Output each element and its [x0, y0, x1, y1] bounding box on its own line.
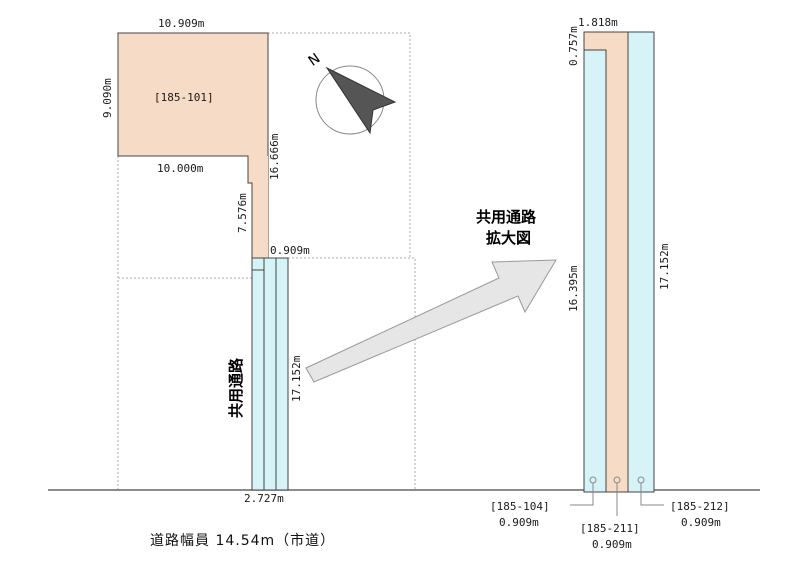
enlarge-arrow-icon — [305, 259, 557, 383]
road-label: 道路幅員 14.54m（市道） — [150, 532, 335, 549]
parcel-markers — [570, 476, 664, 516]
dim-left: 9.090m — [101, 78, 114, 118]
dim-top: 10.909m — [158, 17, 205, 30]
dim-enlarged-notch: 0.757m — [567, 26, 580, 66]
main-lot-neck — [252, 156, 268, 258]
main-lot-label: [185-101] — [154, 91, 214, 104]
dim-right: 16.666m — [268, 133, 281, 180]
dim-passage-length: 17.152m — [290, 355, 303, 402]
parcel-185-104: [185-104] — [490, 500, 550, 513]
enlarged-title-1: 共用通路 — [476, 208, 537, 226]
north-arrow-icon — [325, 66, 397, 135]
parcel-185-211-width: 0.909m — [592, 538, 632, 551]
dim-passage-width: 2.727m — [244, 492, 284, 505]
parcel-185-212: [185-212] — [670, 500, 730, 513]
dim-enlarged-right: 17.152m — [658, 243, 671, 290]
dim-mid: 10.000m — [157, 162, 204, 175]
enlarged-title-2: 拡大図 — [486, 229, 531, 247]
compass-label: N — [306, 51, 324, 70]
dim-neck: 7.576m — [236, 193, 249, 233]
parcel-185-212-width: 0.909m — [681, 516, 721, 529]
enlarged-passage — [583, 31, 655, 493]
dim-enlarged-top: 1.818m — [578, 16, 618, 29]
dim-strip: 0.909m — [270, 244, 310, 257]
dim-enlarged-left: 16.395m — [567, 265, 580, 312]
compass: N — [306, 51, 397, 135]
shared-passage — [251, 257, 289, 491]
neighbor-boundaries — [117, 32, 416, 490]
parcel-185-211: [185-211] — [580, 522, 640, 535]
passage-label: 共用通路 — [227, 357, 245, 418]
parcel-185-104-width: 0.909m — [499, 516, 539, 529]
